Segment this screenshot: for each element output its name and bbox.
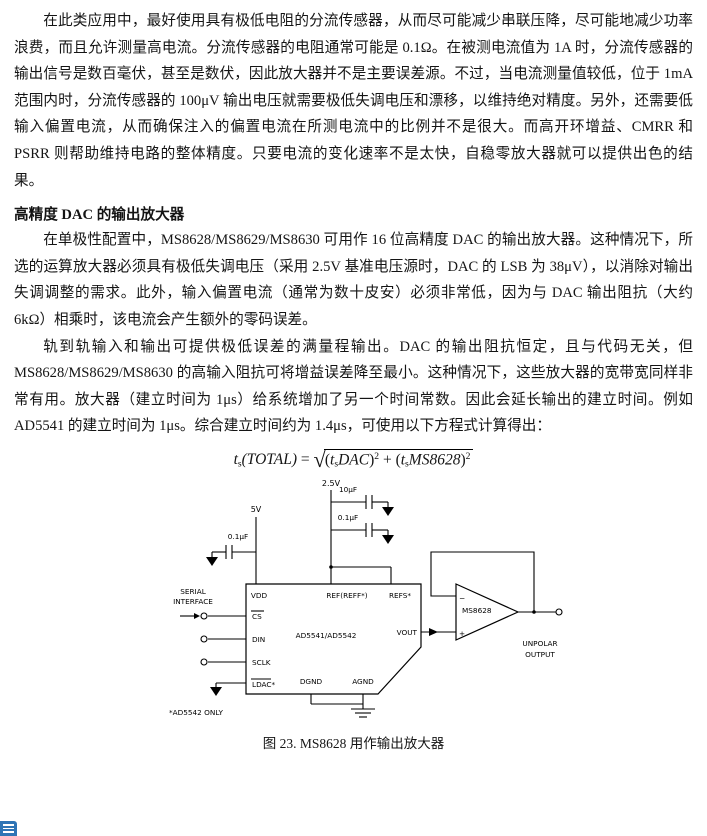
label-serial-1: SERIAL	[180, 587, 206, 596]
formula-sqrt: √(tsDAC)2 + (tsMS8628)2	[313, 446, 474, 472]
pin-din-group: DIN	[200, 635, 265, 644]
radical-sign: √	[313, 446, 326, 472]
diagram-note: *AD5542 ONLY	[169, 708, 223, 717]
label-serial-2: INTERFACE	[173, 597, 213, 606]
junction-dot	[329, 564, 333, 569]
label-output-1: UNPOLAR	[522, 639, 557, 648]
figure-caption: 图 23. MS8628 用作输出放大器	[262, 735, 445, 751]
floating-menu-button[interactable]	[0, 821, 17, 836]
pin-cs-group: CS	[200, 610, 264, 621]
label-5v-supply: 5V	[251, 505, 262, 514]
feedback-wire	[430, 551, 535, 612]
paragraph-dac-output-1: 在单极性配置中，MS8628/MS8629/MS8630 可用作 16 位高精度…	[14, 232, 693, 328]
pin-sclk-group: SCLK	[200, 658, 271, 667]
capacitor-10uf	[365, 494, 373, 509]
label-cap-01uf-vdd: 0.1μF	[228, 532, 248, 541]
dac-block	[245, 582, 422, 695]
capacitor-01uf-ref	[365, 522, 373, 537]
pin-agnd: AGND	[352, 677, 374, 686]
opamp-minus-input: −	[459, 594, 465, 603]
junction-dot	[532, 609, 536, 614]
pin-refs: REFS*	[389, 591, 411, 600]
serial-arrowhead	[194, 612, 200, 619]
figure-23: 2.5V 10μF 0.1μF	[166, 472, 693, 727]
formula-sub-s: s	[237, 458, 242, 470]
opamp-triangle	[455, 582, 520, 641]
terminal-cs	[200, 612, 208, 620]
terminal-sclk	[200, 658, 208, 666]
pin-cs: CS	[252, 612, 262, 621]
ground-symbol	[382, 506, 394, 516]
formula-plus: +	[382, 451, 392, 469]
pin-dgnd: DGND	[300, 677, 323, 686]
ground-symbol	[210, 686, 222, 696]
label-cap-10uf: 10μF	[339, 485, 357, 494]
paragraph-shunt-sensor: 在此类应用中，最好使用具有极低电阻的分流传感器，从而尽可能减少串联压降，尽可能地…	[14, 13, 693, 189]
terminal-output	[555, 608, 563, 616]
pin-din: DIN	[252, 635, 265, 644]
menu-icon	[3, 824, 14, 826]
pin-ldac-group: LDAC*	[210, 678, 276, 696]
ground-symbol	[206, 556, 218, 566]
formula-arg-total: (TOTAL)	[241, 451, 298, 469]
ground-symbol	[382, 534, 394, 544]
label-2v5-supply: 2.5V	[322, 479, 341, 488]
pin-sclk: SCLK	[252, 658, 271, 667]
pin-vout: VOUT	[397, 628, 418, 637]
formula-term-ms8628: MS8628	[408, 451, 461, 469]
section-heading: 高精度 DAC 的输出放大器	[14, 207, 185, 224]
pin-ldac: LDAC*	[252, 680, 276, 689]
pin-vdd: VDD	[251, 591, 268, 600]
signal-arrowhead	[429, 627, 438, 636]
formula-var-t: t	[233, 451, 238, 469]
formula-radicand: (tsDAC)2 + (tsMS8628)2	[323, 448, 474, 470]
pin-ref: REF(REFF*)	[326, 591, 367, 600]
circuit-diagram: 2.5V 10μF 0.1μF	[169, 479, 563, 718]
chip-name: AD5541/AD5542	[296, 631, 357, 640]
paragraph-dac-output-2: 轨到轨输入和输出可提供极低误差的满量程输出。DAC 的输出阻抗恒定，且与代码无关…	[14, 338, 693, 435]
opamp-plus-input: +	[459, 629, 465, 638]
label-cap-01uf-ref: 0.1μF	[338, 513, 358, 522]
opamp-name: MS8628	[462, 606, 492, 615]
label-output-2: OUTPUT	[525, 650, 555, 659]
formula-term-dac: DAC	[338, 451, 370, 469]
terminal-din	[200, 635, 208, 643]
formula-equals: =	[300, 451, 310, 469]
formula-expression: ts(TOTAL) = √(tsDAC)2 + (tsMS8628)2	[233, 446, 474, 472]
earth-ground-symbol	[351, 708, 375, 718]
settling-time-equation: ts(TOTAL) = √(tsDAC)2 + (tsMS8628)2	[14, 446, 693, 472]
capacitor-01uf-vdd	[225, 544, 233, 559]
document-page: 在此类应用中，最好使用具有极低电阻的分流传感器，从而尽可能减少串联压降，尽可能地…	[14, 13, 693, 751]
